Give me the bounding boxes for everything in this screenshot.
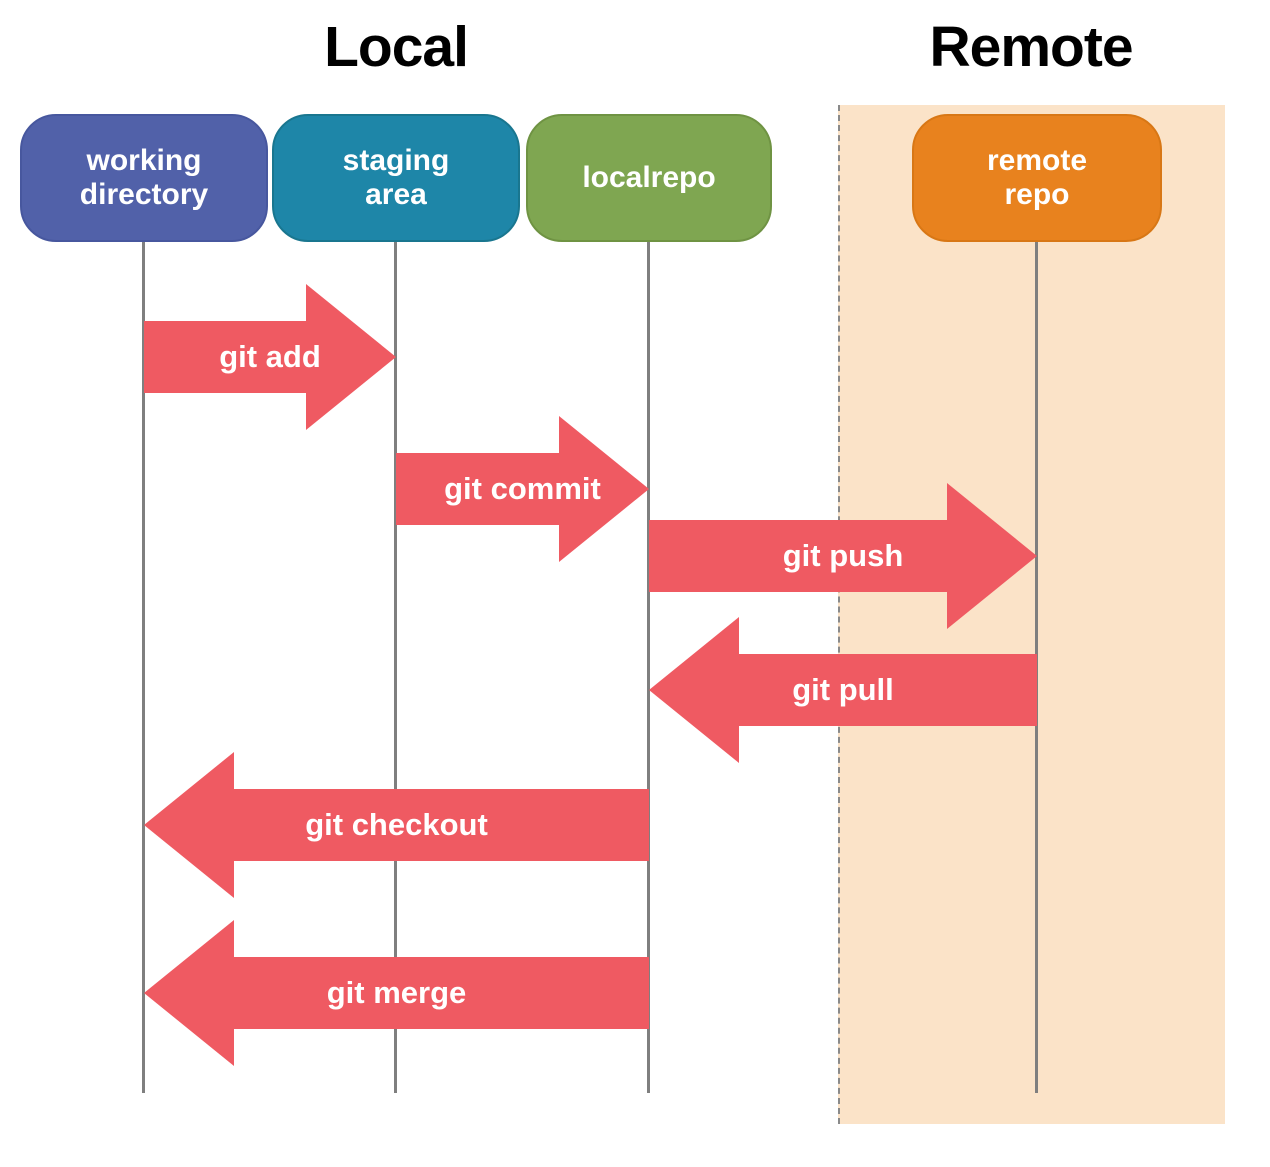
git-pull-label: git pull — [792, 672, 894, 707]
git-add-arrowhead-icon — [306, 284, 396, 430]
git-pull-arrow-body — [739, 654, 1037, 726]
git-add-arrow-body — [144, 321, 306, 393]
staging-area-lifeline — [394, 242, 397, 1093]
git-checkout-arrow-body — [234, 789, 649, 861]
localrepo-node: localrepo — [526, 114, 772, 242]
git-push-arrow-body — [649, 520, 947, 592]
remote-repo-node: remote repo — [912, 114, 1162, 242]
remote-section-title: Remote — [929, 15, 1133, 79]
git-commit-label: git commit — [444, 471, 601, 506]
git-merge-label: git merge — [326, 975, 467, 1010]
git-merge-arrowhead-icon — [144, 920, 234, 1066]
local-section-title: Local — [324, 15, 469, 79]
git-checkout-label: git checkout — [305, 807, 488, 842]
working-directory-lifeline — [142, 242, 145, 1093]
git-checkout-arrowhead-icon — [144, 752, 234, 898]
git-push-arrowhead-icon — [947, 483, 1037, 629]
git-pull-arrowhead-icon — [649, 617, 739, 763]
working-directory-node: working directory — [20, 114, 268, 242]
git-push-label: git push — [782, 538, 904, 573]
git-merge-arrow-body — [234, 957, 649, 1029]
git-commit-arrowhead-icon — [559, 416, 649, 562]
localrepo-lifeline — [647, 242, 650, 1093]
git-add-label: git add — [219, 339, 321, 374]
staging-area-node: staging area — [272, 114, 520, 242]
git-commit-arrow-body — [396, 453, 559, 525]
